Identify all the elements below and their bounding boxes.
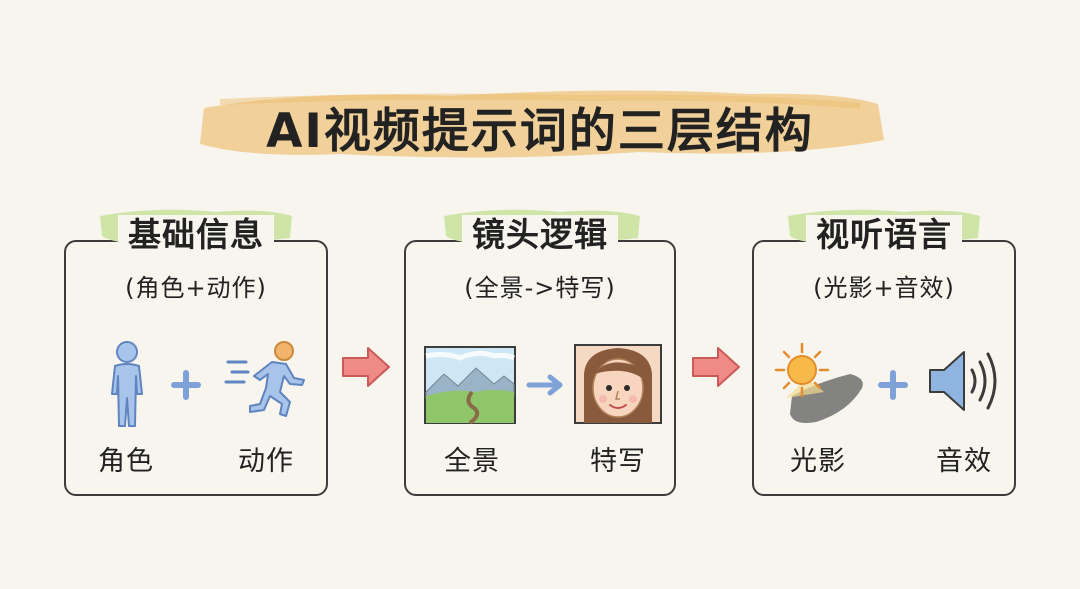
label-wide-shot: 全景 <box>444 446 500 477</box>
panel-basic-info: 基础信息 (角色+动作) 角色 动作 <box>64 209 328 496</box>
title-highlight <box>200 90 884 158</box>
speaker-icon <box>929 351 997 411</box>
plus-icon <box>171 370 201 400</box>
panel-subtitle: (角色+动作) <box>125 274 267 302</box>
label-action: 动作 <box>238 446 294 477</box>
label-sound-effects: 音效 <box>936 446 992 477</box>
sun-shadow-icon <box>774 342 863 423</box>
person-standing-icon <box>111 341 143 427</box>
panel-title: 镜头逻辑 <box>406 208 674 256</box>
title-block: AI视频提示词的三层结构 <box>190 78 890 168</box>
panel-subtitle: (光影+音效) <box>813 274 955 302</box>
panel-audiovisual: 视听语言 (光影+音效) 光影 音效 <box>752 209 1016 496</box>
label-close-up: 特写 <box>590 446 646 477</box>
plus-icon <box>878 370 908 400</box>
landscape-icon <box>424 346 516 424</box>
arrow-right-icon <box>342 347 390 387</box>
label-light-shadow: 光影 <box>790 446 846 477</box>
panel-camera-logic: 镜头逻辑 (全景->特写) 全景 特写 <box>404 209 676 496</box>
panel-title: 基础信息 <box>66 208 326 256</box>
page-title: AI视频提示词的三层结构 <box>266 104 814 159</box>
arrow-right-small-icon <box>526 374 563 396</box>
face-closeup-icon <box>574 344 662 424</box>
label-role: 角色 <box>98 446 154 477</box>
panel-title: 视听语言 <box>754 208 1014 256</box>
arrow-right-icon <box>692 347 740 387</box>
person-running-icon <box>224 341 305 417</box>
panel-subtitle: (全景->特写) <box>464 274 616 302</box>
